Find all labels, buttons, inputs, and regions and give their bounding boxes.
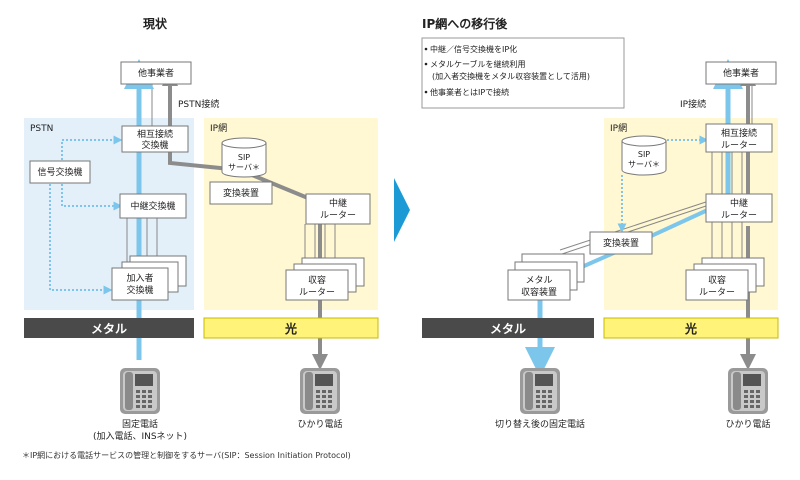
- right-title: IP網への移行後: [422, 16, 508, 31]
- right-hikari-phone-icon: [728, 368, 768, 414]
- interconnect-switch-line1: 相互接続: [137, 128, 173, 140]
- subscriber-switch-line2: 交換機: [126, 284, 153, 296]
- left-sip-line1: SIP: [238, 153, 250, 162]
- signal-switch: 信号交換機: [37, 166, 82, 178]
- left-access-router-box: [285, 269, 349, 301]
- interconnect-router-box: [705, 123, 773, 153]
- right-access-router-line1: 収容: [708, 274, 726, 286]
- fixed-phone-line1: 固定電話: [122, 418, 158, 430]
- left-access-router-line1: 収容: [308, 274, 326, 286]
- right-hikari-band: [603, 317, 779, 339]
- ip-connect-label: IP接続: [680, 98, 706, 110]
- transition-arrow-icon: [394, 178, 410, 242]
- interconnect-switch-box: [121, 125, 189, 153]
- right-hikari-label: 光: [684, 321, 697, 336]
- interconnect-router-line2: ルーター: [721, 140, 757, 151]
- right-hikari-phone: ひかり電話: [725, 418, 770, 430]
- left-metal-label: メタル: [91, 322, 127, 336]
- left-title: 現状: [143, 16, 168, 31]
- interconnect-router-line1: 相互接続: [721, 127, 757, 139]
- right-metal-label: メタル: [490, 322, 526, 336]
- right-access-router-box: [685, 269, 749, 301]
- bullet-1: 中継／信号交換機をIP化: [430, 44, 517, 54]
- left-hikari-label: 光: [284, 321, 297, 336]
- metal-access-line1: メタル: [525, 275, 552, 286]
- switched-phone-icon: [520, 368, 560, 414]
- right-signal-lines: [617, 135, 709, 233]
- left-sip-server: [221, 137, 267, 178]
- pstn-connect-label: PSTN接続: [178, 98, 219, 110]
- right-other-carrier: 他事業者: [723, 67, 759, 79]
- right-sip-line1: SIP: [638, 150, 650, 159]
- bullet-2: メタルケーブルを継続利用: [430, 59, 526, 69]
- left-other-carrier-box: [120, 61, 192, 85]
- left-hikari-phone-icon: [300, 368, 340, 414]
- metal-access-line2: 収容装置: [521, 286, 557, 298]
- right-ip-region-label: IP網: [610, 122, 627, 134]
- bullet-box: [421, 37, 625, 109]
- left-converter: 変換装置: [223, 187, 259, 199]
- left-metal-band: [24, 318, 194, 338]
- signal-switch-box: [29, 160, 91, 184]
- left-access-router-line2: ルーター: [299, 287, 335, 298]
- relay-switch-box: [119, 193, 187, 219]
- left-ip-region-label: IP網: [210, 122, 227, 134]
- right-converter: 変換装置: [603, 237, 639, 249]
- right-relay-router-line2: ルーター: [721, 210, 757, 221]
- left-relay-router-box: [305, 193, 371, 225]
- fixed-phone-icon: [120, 368, 160, 414]
- left-sip-line2: サーバ＊: [228, 163, 260, 172]
- relay-switch: 中継交換機: [130, 200, 175, 212]
- right-access-router-line2: ルーター: [699, 287, 735, 298]
- left-signal-lines: [49, 135, 123, 295]
- bullet-dots: [424, 47, 428, 94]
- pstn-region-label: PSTN: [30, 124, 53, 134]
- left-relay-router-line1: 中継: [329, 197, 347, 209]
- left-converter-box: [209, 181, 273, 205]
- right-other-carrier-box: [705, 61, 777, 85]
- switched-phone-label: 切り替え後の固定電話: [495, 418, 585, 430]
- subscriber-switch-line1: 加入者: [126, 273, 153, 284]
- footnote: ＊IP網における電話サービスの管理と制御をするサーバ(SIP：Session I…: [22, 450, 351, 460]
- metal-access-box: [507, 269, 571, 301]
- left-relay-router-line2: ルーター: [320, 210, 356, 221]
- right-metal-band: [422, 318, 594, 338]
- right-relay-router-line1: 中継: [730, 197, 748, 209]
- left-gray-link: [168, 148, 321, 205]
- right-sip-line2: サーバ＊: [628, 160, 660, 169]
- fixed-phone-line2: (加入電話、INSネット): [93, 430, 187, 442]
- right-converter-box: [589, 231, 653, 255]
- interconnect-switch-line2: 交換機: [141, 139, 168, 151]
- bullet-3: 他事業者とはIPで接続: [430, 87, 509, 97]
- right-relay-router-box: [705, 193, 773, 223]
- subscriber-switch-box: [111, 267, 169, 301]
- left-other-carrier: 他事業者: [138, 67, 174, 79]
- bullet-2-note: (加入者交換機をメタル収容装置として活用): [432, 71, 590, 81]
- left-hikari-band: [203, 317, 379, 339]
- left-hikari-phone: ひかり電話: [297, 418, 342, 430]
- right-sip-server: [621, 135, 667, 176]
